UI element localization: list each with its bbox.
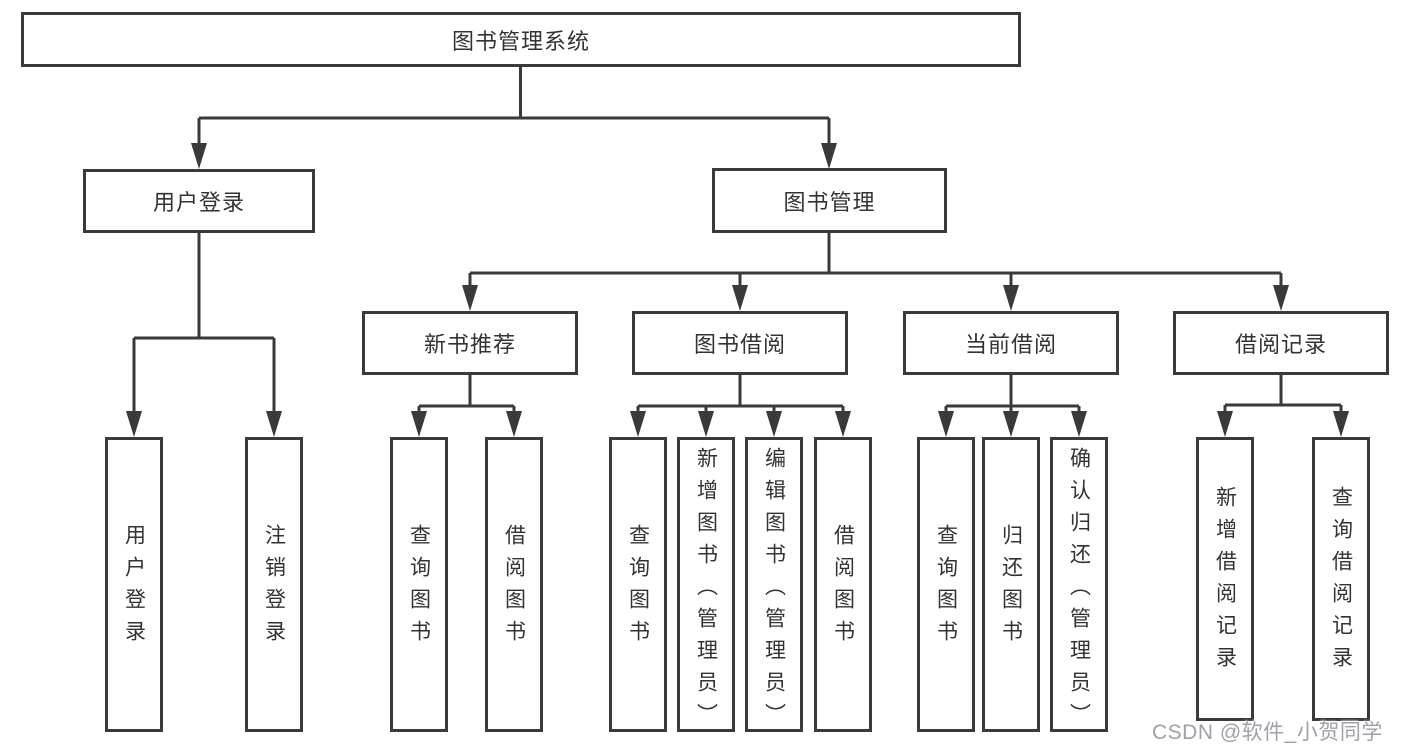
leaf-edit-books-admin: 编辑图书（管理员）: [745, 437, 803, 735]
arrow-icon: [1071, 411, 1087, 437]
arrow-icon: [411, 411, 427, 437]
arrow-icon: [1003, 285, 1019, 311]
node-library-management-system: 图书管理系统: [21, 12, 1021, 67]
arrow-icon: [630, 411, 646, 437]
node-label: 查询图书: [934, 523, 958, 652]
arrow-icon: [191, 143, 207, 169]
node-label: 图书管理: [783, 189, 876, 215]
leaf-recommend-query-books: 查询图书: [390, 437, 448, 732]
node-label: 用户登录: [122, 523, 146, 652]
leaf-query-borrow-record: 查询借阅记录: [1312, 437, 1370, 721]
node-label: 查询图书: [626, 523, 650, 652]
arrow-icon: [126, 411, 142, 437]
node-label: 图书借阅: [693, 332, 786, 357]
node-label: 用户登录: [152, 190, 245, 215]
leaf-logout: 注销登录: [245, 437, 303, 732]
arrowheads: [126, 143, 1349, 437]
node-label: 查询图书: [407, 523, 431, 652]
arrow-icon: [938, 411, 954, 437]
arrow-icon: [506, 411, 522, 437]
arrow-icon: [821, 143, 837, 169]
arrow-icon: [1273, 285, 1289, 311]
arrow-icon: [266, 411, 282, 437]
node-label: 新增借阅记录: [1213, 486, 1237, 678]
node-user-login-branch: 用户登录: [83, 169, 315, 233]
node-borrowing-records: 借阅记录: [1173, 311, 1389, 375]
node-label: 查询借阅记录: [1329, 486, 1353, 678]
arrow-icon: [835, 411, 851, 437]
leaf-borrowing-query-books: 查询图书: [609, 437, 667, 732]
arrow-icon: [1333, 411, 1349, 437]
node-label: 当前借阅: [964, 332, 1057, 357]
csdn-watermark: CSDN @软件_小贺同学: [1152, 721, 1383, 744]
leaf-confirm-return-admin: 确认归还（管理员）: [1050, 437, 1108, 735]
node-label: 借阅图书: [831, 523, 855, 652]
leaf-current-query-books: 查询图书: [917, 437, 975, 732]
arrow-icon: [732, 285, 748, 311]
arrow-icon: [1003, 411, 1019, 437]
arrow-icon: [462, 285, 478, 311]
node-book-borrowing: 图书借阅: [632, 311, 848, 375]
node-label: 归还图书: [999, 523, 1023, 652]
leaf-add-borrow-record: 新增借阅记录: [1196, 437, 1254, 721]
node-label: 图书管理系统: [451, 28, 590, 54]
node-book-management-branch: 图书管理: [712, 168, 947, 233]
node-label: 确认归还（管理员）: [1067, 446, 1091, 735]
arrow-icon: [766, 411, 782, 437]
arrow-icon: [698, 411, 714, 437]
node-label: 借阅图书: [502, 523, 526, 652]
node-label: 新书推荐: [423, 332, 516, 357]
node-label: 新增图书（管理员）: [694, 446, 718, 735]
leaf-recommend-borrow-books: 借阅图书: [485, 437, 543, 732]
node-label: 编辑图书（管理员）: [762, 446, 786, 735]
node-label: 注销登录: [262, 523, 286, 652]
leaf-borrowing-borrow-books: 借阅图书: [814, 437, 872, 732]
node-label: 借阅记录: [1234, 332, 1327, 357]
leaf-user-login: 用户登录: [105, 437, 163, 732]
node-current-borrowing: 当前借阅: [903, 311, 1119, 375]
leaf-return-books: 归还图书: [982, 437, 1040, 732]
arrow-icon: [1217, 411, 1233, 437]
leaf-add-books-admin: 新增图书（管理员）: [677, 437, 735, 735]
node-new-book-recommendation: 新书推荐: [362, 311, 578, 375]
